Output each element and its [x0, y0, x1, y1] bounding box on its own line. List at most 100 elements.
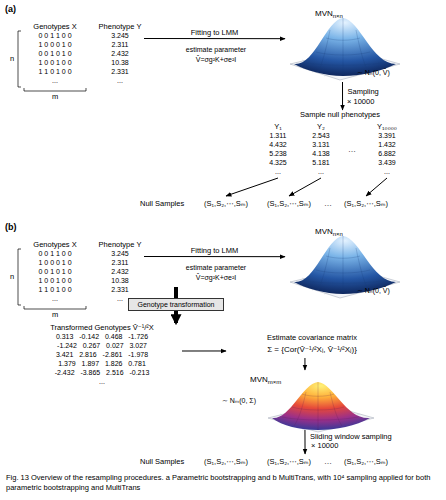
bell-surface [294, 18, 396, 76]
bell-surface [294, 236, 396, 294]
arrow [366, 178, 387, 196]
annotation: n [10, 54, 14, 64]
matrix-row: ... [260, 167, 296, 176]
matrix-row: 0 0 1 1 0 0 [22, 249, 88, 258]
null-sample: (S₁,S₂,⋯,Sₘ) [340, 196, 392, 212]
matrix-row: 10.38 [96, 58, 144, 67]
mvn-name: MVN [250, 375, 268, 384]
matrix-row: 1.432 [365, 140, 409, 149]
matrix-row: 2.432 [96, 49, 144, 58]
matrix-row: 6.882 [365, 149, 409, 158]
matrix-row: ... [22, 76, 88, 85]
matrix-row: ... [365, 167, 409, 176]
mvn-surface [290, 236, 400, 298]
group-header: Null Samples [140, 196, 184, 212]
arrow [226, 178, 278, 196]
matrix-header: Transformed Genotypes V̂⁻¹/²X [22, 323, 182, 332]
sample-tuple: (S₁,S₂,⋯,Sₘ) [200, 454, 252, 470]
sample-tuple: (S₁,S₂,⋯,Sₘ) [340, 454, 392, 470]
annotation: × 10000 [347, 97, 374, 107]
annotation: … [324, 457, 332, 467]
figure-caption: Fig. 13 Overview of the resampling proce… [6, 473, 440, 493]
matrix-row: 1 0 0 0 1 0 [22, 258, 88, 267]
sample-tuple: (S₁,S₂,⋯,Sₘ) [340, 196, 392, 212]
sample-tuple: (S₁,S₂,⋯,Sₘ) [200, 196, 252, 212]
matrix-header: Genotypes X [22, 240, 88, 249]
matrix-row: 1.379 1.897 1.826 0.781 [22, 359, 182, 368]
matrix-row: 1 0 0 1 0 0 [22, 58, 88, 67]
matrix-header: Phenotype Y [96, 22, 144, 31]
mvn-name: MVN [315, 227, 333, 236]
matrix-row: 3.245 [96, 31, 144, 40]
matrix-row: 3.131 [303, 140, 339, 149]
matrix-row: 0 0 1 1 0 0 [22, 31, 88, 40]
edge-label: Fitting to LMM [191, 245, 239, 254]
annotation: n [10, 272, 14, 282]
mvn-subscript: n×n [333, 231, 343, 237]
matrix-row: 3.439 [365, 158, 409, 167]
matrix-row: 0 0 1 0 1 0 [22, 267, 88, 276]
annotation: ∼ Nₙ(0, V̂) [357, 68, 390, 77]
transform-box: Genotype transformation [128, 298, 224, 311]
arrow [144, 256, 285, 257]
annotation: … [324, 199, 332, 209]
matrix-row: 2.432 [96, 267, 144, 276]
matrix-row: 2.311 [96, 40, 144, 49]
null-phenotype-column: Y₂2.5433.1314.1385.181... [303, 122, 339, 178]
genotype-matrix: Genotypes X0 0 1 1 0 01 0 0 0 1 00 0 1 0… [22, 240, 88, 306]
transformed-matrix: Transformed Genotypes V̂⁻¹/²X0.313 -0.14… [22, 323, 182, 393]
matrix-header: Y₁ [260, 122, 296, 131]
phenotype-column: Phenotype Y3.2452.3112.43210.382.331... [96, 22, 144, 88]
mvn-subscript: m×m [268, 379, 282, 385]
sample-tuple: (S₁,S₂,⋯,Sₘ) [263, 196, 315, 212]
mvn-surface [290, 18, 400, 80]
group-header: Null Samples [140, 454, 184, 470]
annotation: × 10000 [311, 441, 338, 451]
matrix-header: Genotypes X [22, 22, 88, 31]
matrix-row: ... [22, 294, 88, 303]
matrix-row: 10.38 [96, 276, 144, 285]
edge-label: Sampling [348, 87, 379, 96]
annotation: m [52, 310, 58, 320]
edge-label: Sliding window sampling [310, 432, 392, 441]
wire-lines [306, 236, 382, 294]
annotation: … [348, 145, 356, 155]
sample-group: Sample null phenotypesY₁1.3114.4325.2384… [255, 110, 425, 180]
arrow [304, 430, 305, 454]
annotation: V̂=σg²K+σe²I [196, 55, 237, 64]
annotation: estimate parameter [186, 263, 246, 272]
matrix-row: 1 1 0 1 0 0 [22, 67, 88, 76]
annotation: m [52, 92, 58, 102]
annotation: ∼ Nₘ(0, Σ) [222, 396, 256, 405]
null-samples-row: Null Samples (S₁,S₂,⋯,Sₘ) (S₁,S₂,⋯,Sₘ) (S₁,… [140, 454, 402, 470]
matrix-row: 0 0 1 0 1 0 [22, 49, 88, 58]
null-sample: (S₁,S₂,⋯,Sₘ) [263, 196, 315, 212]
phenotype-column: Phenotype Y3.2452.3112.43210.382.331... [96, 240, 144, 306]
matrix-row: 3.245 [96, 249, 144, 258]
matrix-row: 1 1 0 1 0 0 [22, 285, 88, 294]
matrix-row: 4.138 [303, 149, 339, 158]
arrow [304, 358, 305, 370]
matrix-header: Y₂ [303, 122, 339, 131]
matrix-row: ... [303, 167, 339, 176]
matrix-row: 1 0 0 1 0 0 [22, 276, 88, 285]
bell-surface [272, 382, 370, 430]
sample-tuple: (S₁,S₂,⋯,Sₘ) [263, 454, 315, 470]
matrix-row: 4.325 [260, 158, 296, 167]
matrix-row: -2.432 -3.865 2.516 -0.213 [22, 368, 182, 377]
bracket-n [18, 249, 21, 305]
mvn-name: MVN [315, 9, 333, 18]
matrix-row: 2.311 [96, 258, 144, 267]
matrix-header: Y₁₀₀₀₀ [365, 122, 409, 131]
edge-label: Fitting to LMM [191, 27, 239, 36]
bracket-m [24, 306, 86, 309]
thick-arrow [174, 311, 178, 323]
matrix-row: 3.391 [365, 131, 409, 140]
null-sample: (S₁,S₂,⋯,Sₘ) [200, 454, 252, 470]
covariance-formula: Estimate covariance matrixΣ = {Cor(V̂⁻¹/… [226, 332, 398, 358]
group-header: Sample null phenotypes [255, 110, 425, 119]
mvn-label: MVNn×n [315, 224, 343, 239]
annotation: V̂=σg²K+σe²I [196, 273, 237, 282]
matrix-row: 1 0 0 0 1 0 [22, 40, 88, 49]
